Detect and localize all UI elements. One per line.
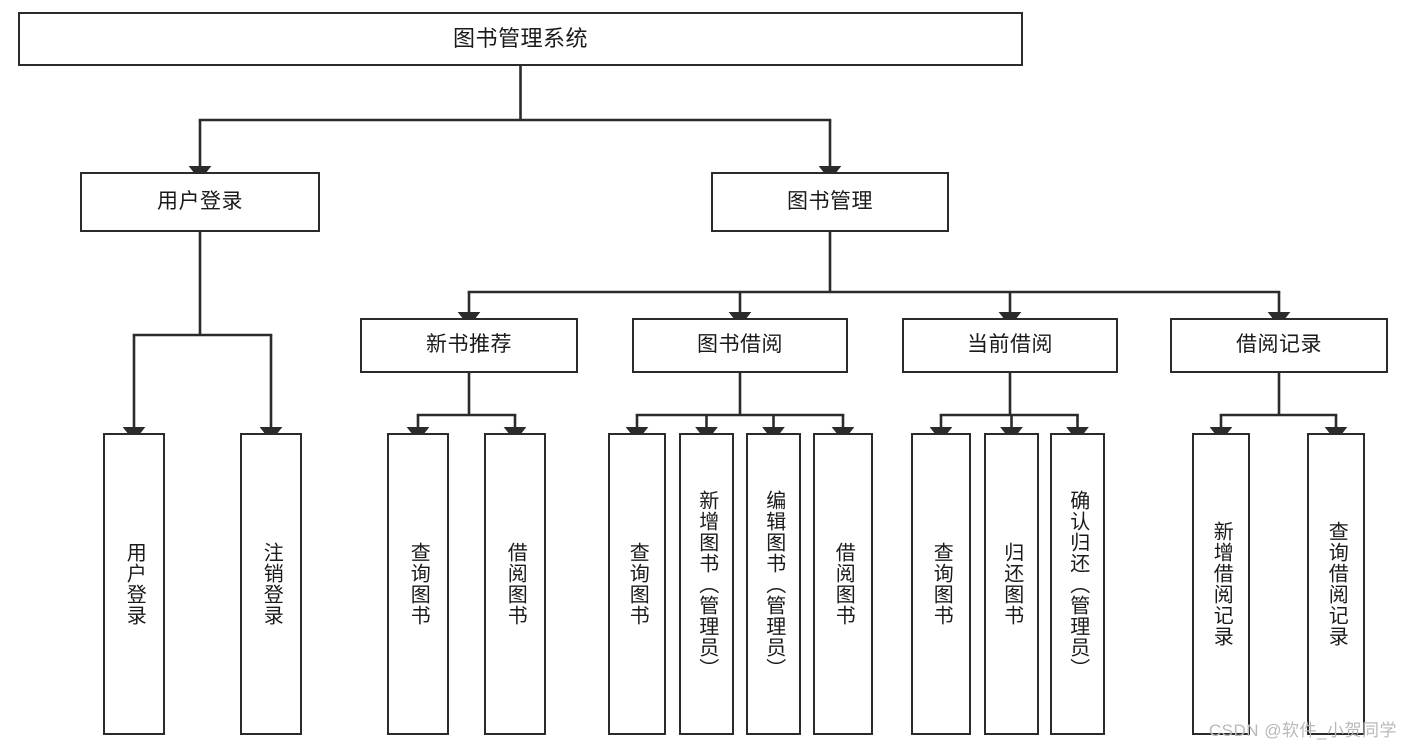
node-label: 图书管理系统 [452, 26, 588, 52]
node-label: 查询图书 [626, 542, 649, 626]
node-label: 用户登录 [123, 542, 146, 626]
node-label: 确认归还（管理员） [1066, 489, 1089, 679]
node-label: 新书推荐 [426, 333, 512, 357]
leaf-borrow-book[interactable]: 借阅图书 [813, 433, 873, 735]
csdn-watermark: CSDN @软件_小贺同学 [1208, 721, 1397, 740]
node-label: 借阅记录 [1236, 333, 1322, 357]
node-label: 新增图书（管理员） [695, 489, 718, 679]
node-borrow-record[interactable]: 借阅记录 [1170, 318, 1388, 373]
node-label: 用户登录 [157, 189, 243, 213]
node-label: 查询图书 [930, 542, 953, 626]
leaf-add-borrow-record[interactable]: 新增借阅记录 [1192, 433, 1250, 735]
node-label: 查询借阅记录 [1325, 521, 1348, 647]
node-label: 图书借阅 [697, 333, 783, 357]
node-label: 借阅图书 [832, 542, 855, 626]
leaf-add-book[interactable]: 新增图书（管理员） [679, 433, 734, 735]
leaf-query-book-borrow[interactable]: 查询图书 [608, 433, 666, 735]
leaf-return-book[interactable]: 归还图书 [984, 433, 1039, 735]
node-root[interactable]: 图书管理系统 [18, 12, 1023, 66]
node-user-login[interactable]: 用户登录 [80, 172, 320, 232]
node-current-borrow[interactable]: 当前借阅 [902, 318, 1118, 373]
node-label: 注销登录 [260, 542, 283, 626]
node-label: 当前借阅 [967, 333, 1053, 357]
leaf-edit-book[interactable]: 编辑图书（管理员） [746, 433, 801, 735]
node-book-manage[interactable]: 图书管理 [711, 172, 949, 232]
node-label: 归还图书 [1000, 542, 1023, 626]
node-label: 图书管理 [787, 189, 873, 213]
node-new-book-recommend[interactable]: 新书推荐 [360, 318, 578, 373]
node-label: 编辑图书（管理员） [762, 489, 785, 679]
leaf-query-book-recommend[interactable]: 查询图书 [387, 433, 449, 735]
leaf-query-book-current[interactable]: 查询图书 [911, 433, 971, 735]
node-book-borrow[interactable]: 图书借阅 [632, 318, 848, 373]
node-label: 查询图书 [407, 542, 430, 626]
leaf-borrow-book-recommend[interactable]: 借阅图书 [484, 433, 546, 735]
leaf-query-borrow-record[interactable]: 查询借阅记录 [1307, 433, 1365, 735]
node-label: 新增借阅记录 [1210, 521, 1233, 647]
leaf-confirm-return[interactable]: 确认归还（管理员） [1050, 433, 1105, 735]
leaf-logout[interactable]: 注销登录 [240, 433, 302, 735]
node-label: 借阅图书 [504, 542, 527, 626]
leaf-user-login[interactable]: 用户登录 [103, 433, 165, 735]
